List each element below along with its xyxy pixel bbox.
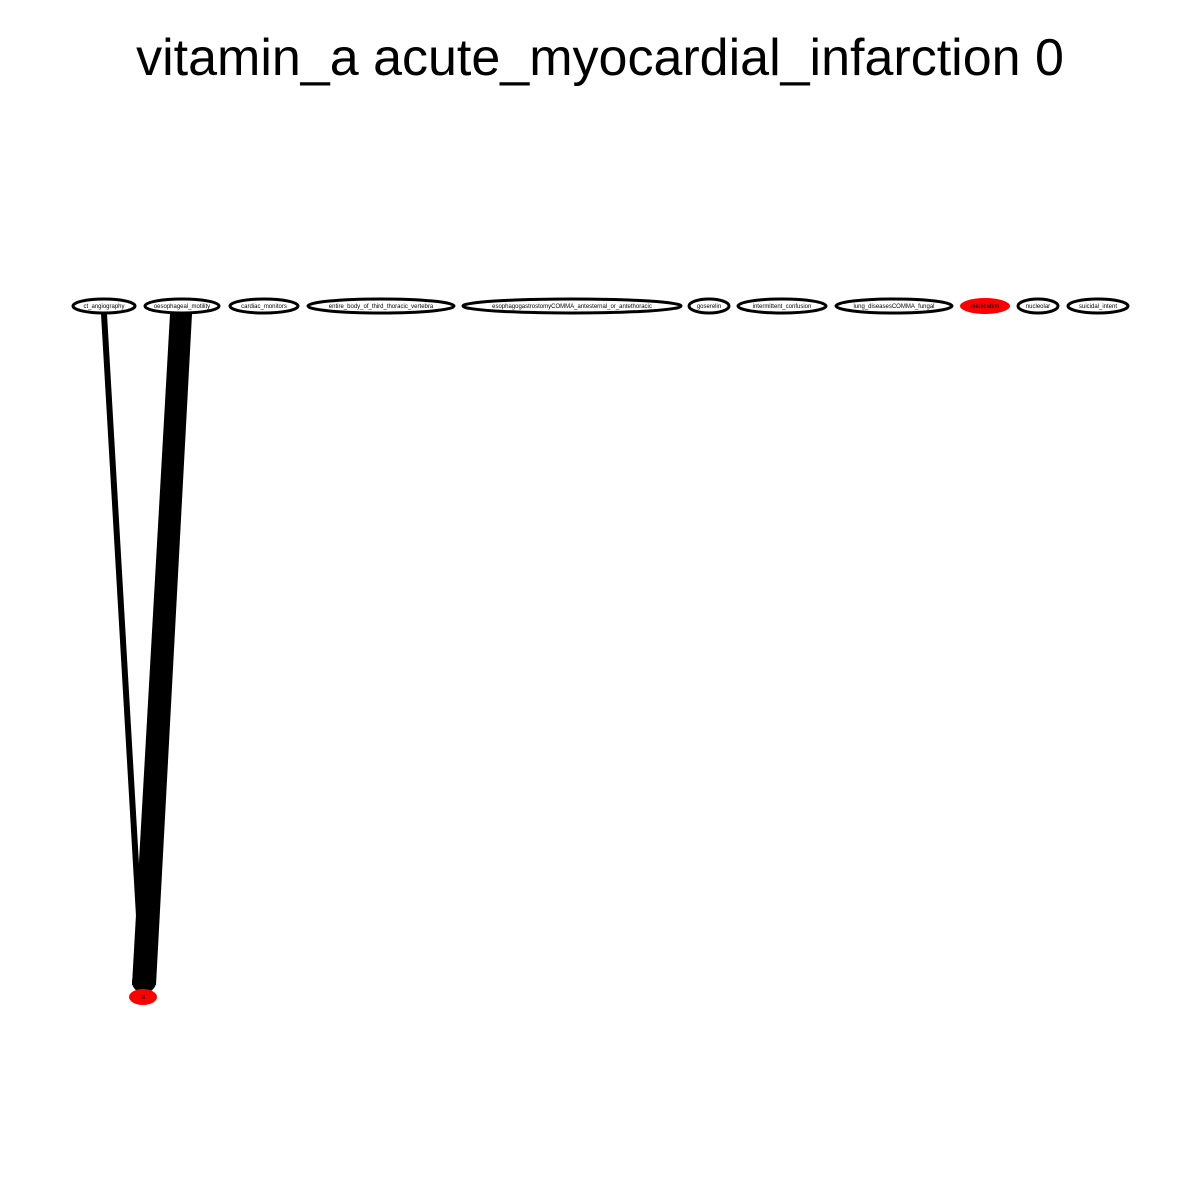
node-medication[interactable]: medication xyxy=(960,298,1010,314)
node-oesophageal-motility[interactable]: oesophageal_motility xyxy=(143,297,221,315)
svg-text:ct_angiography: ct_angiography xyxy=(83,304,124,310)
edge-arrowhead xyxy=(132,971,156,993)
node-esophagogastrostomy[interactable]: esophagogastrostomyCOMMA_antesternal_or_… xyxy=(461,297,683,315)
node-nucleolar[interactable]: nucleolar xyxy=(1016,297,1060,315)
node-bottom[interactable]: ai xyxy=(129,989,157,1005)
node-lung-diseases-fungal[interactable]: lung_diseasesCOMMA_fungal xyxy=(834,297,954,315)
edge-oesophageal-motility-to-bottom xyxy=(132,314,192,985)
svg-text:medication: medication xyxy=(970,304,999,310)
svg-text:suicidal_intent: suicidal_intent xyxy=(1079,304,1117,310)
edge-ct-angiography-to-bottom xyxy=(101,311,146,988)
diagram-title: vitamin_a acute_myocardial_infarction 0 xyxy=(136,29,1064,87)
node-goserelin[interactable]: goserelin xyxy=(687,297,731,315)
node-ct-angiography[interactable]: ct_angiography xyxy=(71,297,137,315)
svg-text:intermittent_confusion: intermittent_confusion xyxy=(753,304,812,310)
node-intermittent-confusion[interactable]: intermittent_confusion xyxy=(736,297,828,315)
svg-text:entire_body_of_third_thoracic_: entire_body_of_third_thoracic_vertebra xyxy=(329,304,434,310)
svg-text:esophagogastrostomyCOMMA_antes: esophagogastrostomyCOMMA_antesternal_or_… xyxy=(492,304,652,310)
node-cardiac-monitors[interactable]: cardiac_monitors xyxy=(228,297,300,315)
svg-text:oesophageal_motility: oesophageal_motility xyxy=(154,304,210,310)
node-entire-body-of-third-thoracic-vertebra[interactable]: entire_body_of_third_thoracic_vertebra xyxy=(306,297,456,315)
svg-text:lung_diseasesCOMMA_fungal: lung_diseasesCOMMA_fungal xyxy=(853,304,934,310)
svg-text:goserelin: goserelin xyxy=(697,304,721,310)
svg-text:nucleolar: nucleolar xyxy=(1026,304,1050,310)
svg-text:cardiac_monitors: cardiac_monitors xyxy=(241,304,287,310)
node-suicidal-intent[interactable]: suicidal_intent xyxy=(1066,297,1130,315)
svg-text:ai: ai xyxy=(141,995,146,1001)
